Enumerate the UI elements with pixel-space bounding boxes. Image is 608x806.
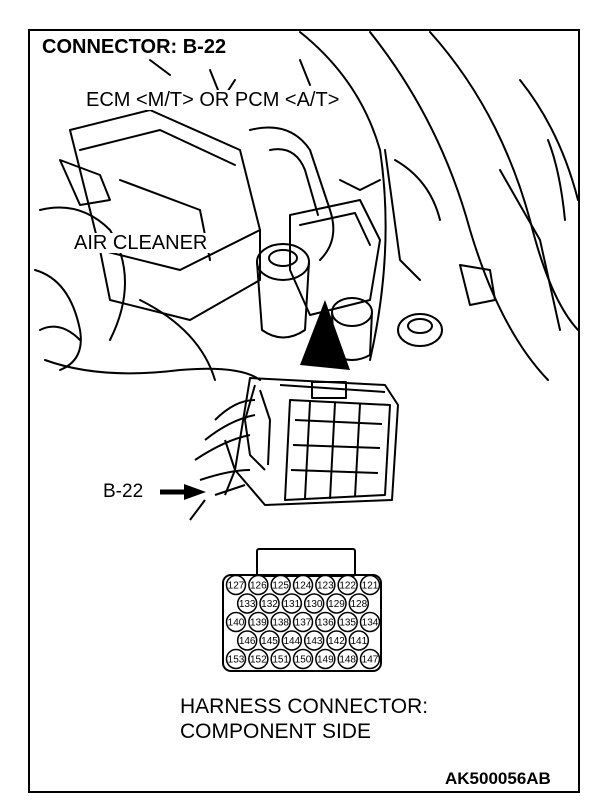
- pin-133: [236, 593, 258, 614]
- pin-141: [348, 630, 370, 651]
- pin-label: 153: [228, 655, 245, 666]
- pin-label: 148: [339, 655, 356, 666]
- pin-148: [337, 648, 358, 670]
- pin-label: 146: [239, 636, 256, 647]
- pin-label: 135: [339, 618, 356, 629]
- pin-label: 150: [295, 655, 312, 666]
- harness-caption-line1: HARNESS CONNECTOR:: [180, 695, 429, 718]
- pin-label: 122: [339, 581, 356, 592]
- figure-frame: [28, 29, 580, 793]
- pin-label: 121: [362, 581, 379, 592]
- air-cleaner-label: AIR CLEANER: [70, 233, 212, 253]
- pin-label: 141: [350, 636, 367, 647]
- pin-130: [303, 593, 325, 614]
- pin-label: 134: [362, 618, 379, 629]
- pointer-wedge: [300, 300, 350, 370]
- pin-label: 151: [272, 655, 289, 666]
- pin-137: [292, 611, 314, 633]
- connector-callout-label: B-22: [103, 481, 144, 502]
- pin-132: [259, 593, 280, 614]
- pin-143: [303, 630, 325, 651]
- pin-127: [225, 574, 247, 596]
- pin-151: [270, 648, 291, 670]
- body-line: [429, 31, 579, 331]
- pin-label: 126: [250, 581, 267, 592]
- pin-label: 147: [362, 655, 379, 666]
- pin-label: 145: [261, 636, 278, 647]
- pin-144: [281, 630, 303, 651]
- figure-code: AK500056AB: [445, 769, 551, 788]
- pin-label: 139: [250, 618, 267, 629]
- pin-label: 132: [261, 599, 278, 610]
- pin-147: [359, 648, 381, 670]
- pin-123: [315, 574, 336, 596]
- pin-label: 136: [317, 618, 334, 629]
- pin-label: 124: [295, 581, 312, 592]
- pin-121: [359, 574, 381, 596]
- pin-label: 131: [283, 599, 300, 610]
- fender-line: [369, 31, 549, 381]
- pin-124: [292, 574, 314, 596]
- pin-label: 128: [350, 599, 367, 610]
- pin-125: [270, 574, 291, 596]
- ecm-zoom-illustration: [189, 377, 399, 521]
- pin-label: 127: [228, 581, 245, 592]
- pin-140: [225, 611, 247, 633]
- pin-129: [326, 593, 347, 614]
- pin-150: [292, 648, 314, 670]
- pin-136: [315, 611, 336, 633]
- b22-arrow-head: [184, 484, 206, 500]
- pin-128: [348, 593, 370, 614]
- pin-label: 133: [239, 599, 256, 610]
- pin-149: [315, 648, 336, 670]
- pin-label: 125: [272, 581, 289, 592]
- pin-label: 123: [317, 581, 334, 592]
- pin-142: [326, 630, 347, 651]
- pin-131: [281, 593, 303, 614]
- pin-label: 130: [306, 599, 323, 610]
- harness-caption-line2: COMPONENT SIDE: [180, 720, 371, 743]
- pin-145: [259, 630, 280, 651]
- cap-middle: [331, 297, 373, 327]
- ecm-label: ECM <M/T> OR PCM <A/T>: [82, 90, 344, 110]
- pin-122: [337, 574, 358, 596]
- ecm-module-bay: [289, 199, 381, 316]
- connector-pins: 127 126 125 124 123 122 121 133 132 131 130 129 128 1…: [225, 574, 381, 670]
- cap-right: [397, 313, 443, 347]
- pin-label: 137: [295, 618, 312, 629]
- pin-label: 140: [228, 618, 245, 629]
- pin-126: [248, 574, 269, 596]
- pin-label: 144: [283, 636, 300, 647]
- pin-146: [236, 630, 258, 651]
- pin-139: [248, 611, 269, 633]
- hood-edge: [299, 31, 387, 361]
- intake-duct: [249, 126, 335, 261]
- pin-label: 143: [306, 636, 323, 647]
- pin-135: [337, 611, 358, 633]
- pin-152: [248, 648, 269, 670]
- pin-138: [270, 611, 291, 633]
- pin-134: [359, 611, 381, 633]
- pin-label: 129: [328, 599, 345, 610]
- pin-label: 152: [250, 655, 267, 666]
- pin-label: 142: [328, 636, 345, 647]
- pin-label: 149: [317, 655, 334, 666]
- connector-title: CONNECTOR: B-22: [42, 36, 227, 58]
- pin-label: 138: [272, 618, 289, 629]
- pin-153: [225, 648, 247, 670]
